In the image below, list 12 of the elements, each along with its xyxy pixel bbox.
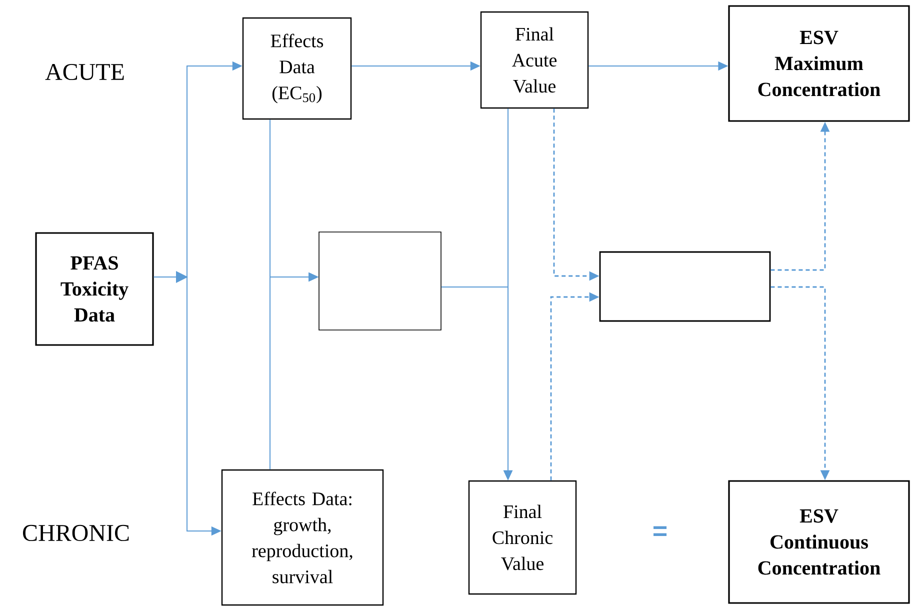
empty-box [318,232,442,330]
process-box: Final Acute Value [480,11,589,109]
process-box: Effects Data: growth, reproduction, survival [221,469,384,606]
process-box: Final Chronic Value [468,480,577,595]
empty-box [599,251,771,322]
row-label: ACUTE [45,64,124,80]
process-box: ESV Continuous Concentration [728,480,910,604]
equals-sign: = [654,526,667,536]
process-box: ESV Maximum Concentration [728,5,910,122]
process-box: PFAS Toxicity Data [35,232,154,346]
process-box: Effects Data (EC$_{50}$) [242,17,352,120]
row-label: CHRONIC [23,524,129,542]
